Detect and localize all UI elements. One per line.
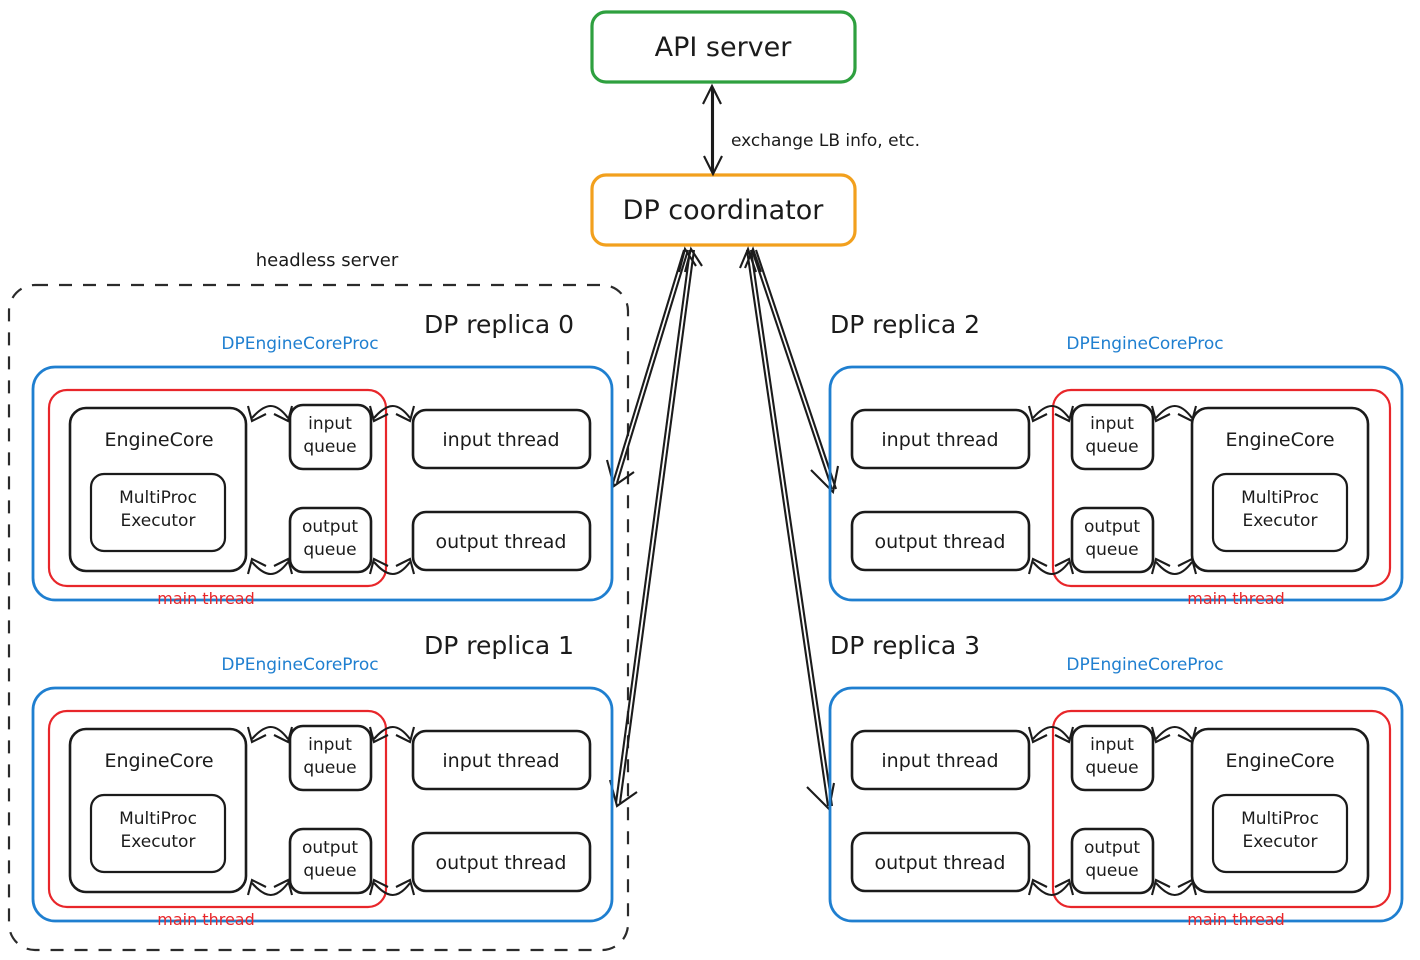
dp-replica-2-internal-arrows — [1027, 404, 1198, 576]
dp-coordinator-label: DP coordinator — [623, 195, 825, 226]
dp-replica-2-input-thread-label: input thread — [881, 429, 998, 451]
headless-server-label: headless server — [256, 250, 399, 271]
dp-replica-3-main-thread-label: main thread — [1187, 910, 1285, 929]
api-coordinator-link: exchange LB info, etc. — [702, 83, 920, 177]
dp-replica-3-output-queue-box[interactable] — [1070, 827, 1155, 895]
dp-replica-0-multiproc-executor-line1: MultiProc — [119, 488, 197, 508]
dp-replica-3-internal-arrows — [1027, 725, 1198, 897]
dp-replica-2-multiproc-executor-line1: MultiProc — [1241, 488, 1319, 508]
dp-replica-2-input-thread-box[interactable] — [850, 408, 1031, 470]
dp-replica-0-main-thread-box — [47, 388, 388, 588]
exchange-lb-info-label: exchange LB info, etc. — [731, 131, 920, 151]
dp-replica-2-input-queue-line2: queue — [1085, 437, 1138, 457]
dp-replica-0-output-thread-label: output thread — [436, 531, 567, 553]
dp-replica-3-output-queue-line1: output — [1084, 838, 1140, 858]
dp-replica-0: DP replica 0 DPEngineCoreProc main threa… — [31, 310, 614, 608]
dp-replica-1-output-queue-line1: output — [302, 838, 358, 858]
dp-coordinator-node[interactable]: DP coordinator — [590, 173, 857, 247]
dp-replica-0-output-thread-box[interactable] — [411, 510, 592, 572]
dp-replica-1-output-thread-box[interactable] — [411, 831, 592, 893]
dp-replica-3-multiproc-executor-line2: Executor — [1243, 832, 1318, 852]
dp-replica-3-multiproc-executor-box[interactable] — [1211, 793, 1349, 874]
dp-coordinator-box — [590, 173, 857, 247]
coordinator-replica-links — [605, 246, 840, 812]
dp-replica-1-main-thread-box — [47, 709, 388, 909]
dp-replica-3-output-thread-box[interactable] — [850, 831, 1031, 893]
dp-replica-0-input-thread-box[interactable] — [411, 408, 592, 470]
dp-replica-3-process-label: DPEngineCoreProc — [1066, 655, 1223, 675]
dp-replica-0-output-queue-line1: output — [302, 517, 358, 537]
dp-replica-0-title: DP replica 0 — [424, 310, 574, 339]
headless-server-group: headless server — [7, 250, 630, 952]
dp-replica-1-process-label: DPEngineCoreProc — [221, 655, 378, 675]
dp-replica-1-internal-arrows — [246, 725, 416, 897]
dp-replica-2-output-thread-label: output thread — [875, 531, 1006, 553]
dp-replica-1-input-thread-box[interactable] — [411, 729, 592, 791]
dp-replica-3-process-box — [828, 686, 1404, 923]
dp-replica-2-output-queue-box[interactable] — [1070, 506, 1155, 574]
dp-replica-3: DP replica 3 DPEngineCoreProc main threa… — [828, 631, 1404, 929]
dp-replica-1-multiproc-executor-line2: Executor — [121, 832, 196, 852]
dp-replica-2-multiproc-executor-line2: Executor — [1243, 511, 1318, 531]
dp-replica-0-internal-arrows — [246, 404, 416, 576]
api-server-node[interactable]: API server — [590, 10, 857, 84]
dp-replica-2-output-queue-line2: queue — [1085, 540, 1138, 560]
dp-replica-0-output-queue-line2: queue — [303, 540, 356, 560]
dp-replica-3-output-queue-line2: queue — [1085, 861, 1138, 881]
dp-replica-0-input-queue-box[interactable] — [288, 403, 373, 471]
dp-replica-1-output-queue-box[interactable] — [288, 827, 373, 895]
dp-replica-0-process-label: DPEngineCoreProc — [221, 334, 378, 354]
dp-replica-3-title: DP replica 3 — [830, 631, 980, 660]
dp-replica-1-multiproc-executor-box[interactable] — [89, 793, 227, 874]
dp-replica-3-input-thread-box[interactable] — [850, 729, 1031, 791]
dp-replica-2-output-queue-line1: output — [1084, 517, 1140, 537]
dp-replica-0-input-queue-line2: queue — [303, 437, 356, 457]
dp-replica-1-input-thread-label: input thread — [442, 750, 559, 772]
headless-server-boundary — [7, 283, 630, 952]
dp-replica-1-enginecore-label: EngineCore — [104, 750, 213, 772]
dp-replica-0-input-queue-line1: input — [308, 414, 352, 434]
dp-replica-2-enginecore-label: EngineCore — [1225, 429, 1334, 451]
dp-replica-1-input-queue-line1: input — [308, 735, 352, 755]
dp-replica-0-input-thread-label: input thread — [442, 429, 559, 451]
dp-replica-2-input-queue-box[interactable] — [1070, 403, 1155, 471]
dp-replica-1-input-queue-line2: queue — [303, 758, 356, 778]
dp-replica-3-input-queue-line1: input — [1090, 735, 1134, 755]
dp-replica-3-multiproc-executor-line1: MultiProc — [1241, 809, 1319, 829]
dp-replica-1-title: DP replica 1 — [424, 631, 574, 660]
api-server-label: API server — [655, 32, 793, 63]
dp-replica-0-process-box — [31, 365, 614, 602]
dp-replica-1: DP replica 1 DPEngineCoreProc main threa… — [31, 631, 614, 929]
dp-replica-1-input-queue-box[interactable] — [288, 724, 373, 792]
dp-replica-0-main-thread-label: main thread — [157, 589, 255, 608]
dp-replica-2-main-thread-label: main thread — [1187, 589, 1285, 608]
dp-replica-2-title: DP replica 2 — [830, 310, 980, 339]
dp-replica-1-output-queue-line2: queue — [303, 861, 356, 881]
dp-replica-2-multiproc-executor-box[interactable] — [1211, 472, 1349, 553]
dp-replica-3-input-queue-box[interactable] — [1070, 724, 1155, 792]
dp-replica-2-input-queue-line1: input — [1090, 414, 1134, 434]
dp-replica-1-multiproc-executor-line1: MultiProc — [119, 809, 197, 829]
dp-replica-0-output-queue-box[interactable] — [288, 506, 373, 574]
dp-replica-0-enginecore-label: EngineCore — [104, 429, 213, 451]
dp-replica-3-enginecore-label: EngineCore — [1225, 750, 1334, 772]
dp-replica-1-process-box — [31, 686, 614, 923]
dp-replica-0-multiproc-executor-box[interactable] — [89, 472, 227, 553]
dp-replica-1-output-thread-label: output thread — [436, 852, 567, 874]
dp-replica-1-main-thread-label: main thread — [157, 910, 255, 929]
dp-replica-2-process-label: DPEngineCoreProc — [1066, 334, 1223, 354]
dp-replica-3-input-thread-label: input thread — [881, 750, 998, 772]
dp-replica-0-multiproc-executor-line2: Executor — [121, 511, 196, 531]
dp-replica-3-input-queue-line2: queue — [1085, 758, 1138, 778]
dp-replica-2-process-box — [828, 365, 1404, 602]
api-server-box — [590, 10, 857, 84]
dp-replica-3-output-thread-label: output thread — [875, 852, 1006, 874]
dp-replica-3-main-thread-box — [1051, 709, 1392, 909]
dp-replica-2: DP replica 2 DPEngineCoreProc main threa… — [828, 310, 1404, 608]
dp-replica-2-main-thread-box — [1051, 388, 1392, 588]
dp-replica-2-output-thread-box[interactable] — [850, 510, 1031, 572]
